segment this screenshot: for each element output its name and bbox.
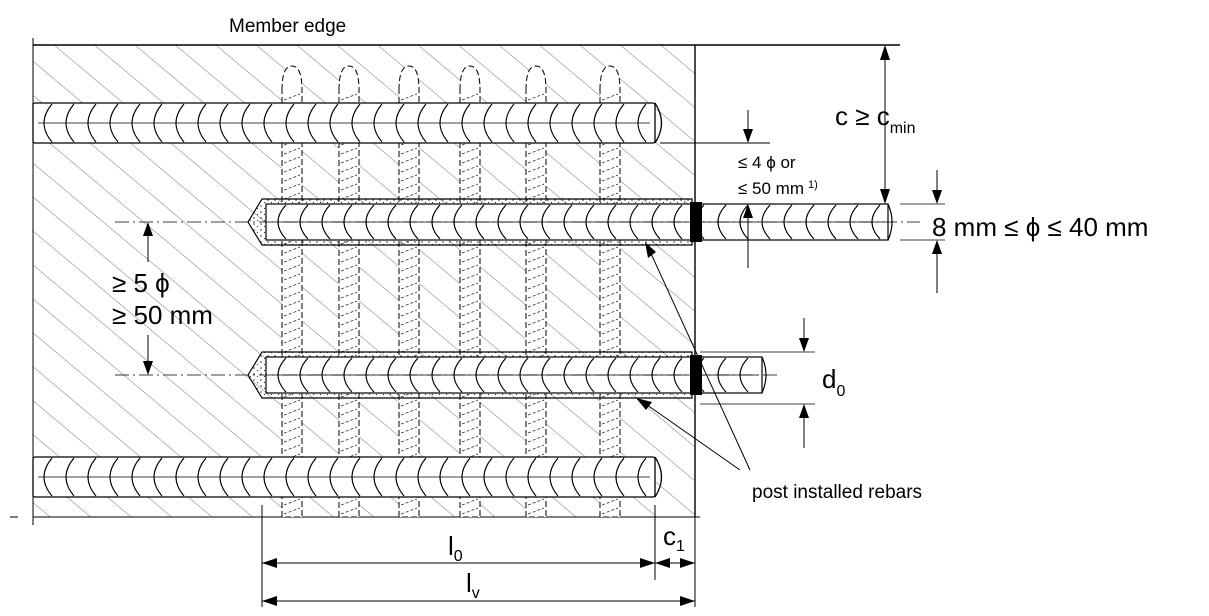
existing-rebar-bottom — [32, 456, 663, 498]
post-installed-rebar-1 — [247, 198, 893, 246]
cover-dimension — [880, 45, 890, 204]
c1-label: c1 — [663, 521, 685, 555]
hole-diameter-dimension — [700, 318, 815, 448]
spacing-top-label-1: ≤ 4 ϕ or — [738, 153, 796, 172]
lap-length-label: l0 — [448, 531, 463, 565]
hole-diameter-label: d0 — [822, 364, 845, 400]
post-installed-rebar-2 — [247, 351, 767, 399]
spacing-left-dimension — [143, 222, 153, 375]
diameter-range-label: 8 mm ≤ ϕ ≤ 40 mm — [932, 212, 1148, 242]
spacing-top-dimension — [660, 110, 770, 268]
spacing-left-label-1: ≥ 5 ϕ — [112, 268, 170, 298]
stirrups — [281, 65, 621, 518]
post-installed-leaders — [636, 242, 751, 471]
cover-label: c ≥ cmin — [835, 101, 916, 137]
bottom-dimensions — [261, 505, 696, 607]
spacing-left-label-2: ≥ 50 mm — [112, 300, 213, 330]
diameter-dimension — [900, 170, 945, 293]
existing-rebar-top — [32, 102, 663, 144]
embedment-length-label: lv — [466, 568, 480, 602]
member-edge-label: Member edge — [229, 16, 346, 37]
post-installed-label: post installed rebars — [752, 482, 922, 503]
